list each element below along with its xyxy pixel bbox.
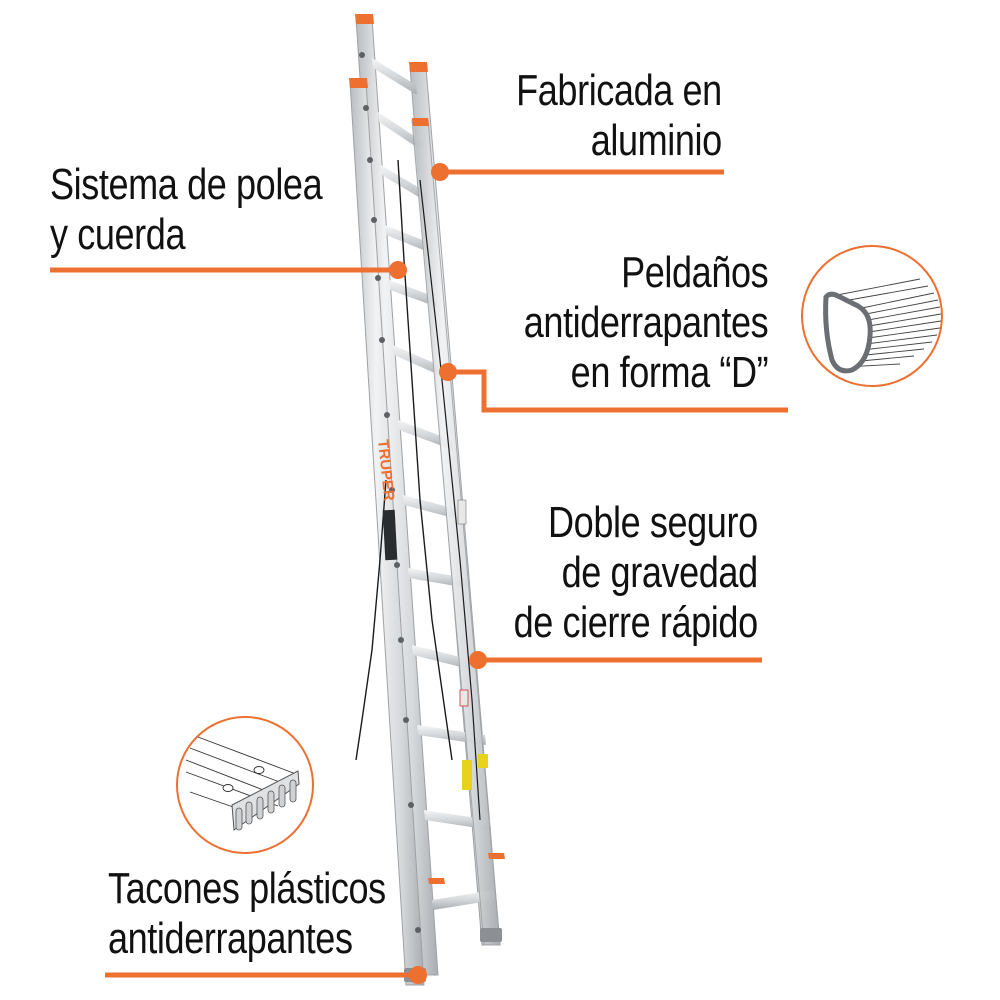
callout-rungs: Peldaños antiderrapantes en forma “D” [523, 248, 768, 398]
foot-right [480, 928, 502, 942]
plastic-foot-detail-icon [176, 716, 314, 854]
callout-dot-feet [409, 966, 427, 984]
callout-dot-material [431, 163, 449, 181]
callout-dot-rungs [439, 363, 457, 381]
callout-locks-line-2: de gravedad [561, 548, 759, 597]
callout-dot-pulley [389, 261, 407, 279]
rail-rivets [359, 52, 421, 933]
callout-locks: Doble seguro de gravedad de cierre rápid… [513, 498, 759, 648]
pulley-rope [397, 159, 453, 761]
callout-material-line-1: Fabricada en [516, 66, 722, 115]
callout-pulley-line-1: Sistema de polea [50, 160, 323, 209]
callout-feet-line-1: Tacones plásticos [108, 864, 386, 913]
truper-logo: TRUPER [374, 439, 397, 502]
callout-pulley: Sistema de polea y cuerda [50, 160, 323, 260]
callout-material: Fabricada en aluminio [516, 66, 722, 166]
callout-locks-line-3: de cierre rápido [513, 598, 759, 647]
svg-text:TRUPER: TRUPER [374, 439, 397, 502]
callout-rungs-line-2: antiderrapantes [523, 298, 768, 347]
d-shaped-rung-detail-icon [801, 245, 943, 387]
callout-rungs-line-1: Peldaños [620, 248, 769, 297]
callout-dot-locks [469, 651, 487, 669]
callout-locks-line-1: Doble seguro [548, 498, 758, 547]
callout-feet-line-2: antiderrapantes [108, 914, 353, 963]
callout-feet: Tacones plásticos antiderrapantes [108, 864, 386, 964]
callout-rungs-line-3: en forma “D” [570, 348, 768, 397]
callout-pulley-line-2: y cuerda [50, 210, 186, 259]
callout-material-line-2: aluminio [590, 116, 723, 165]
